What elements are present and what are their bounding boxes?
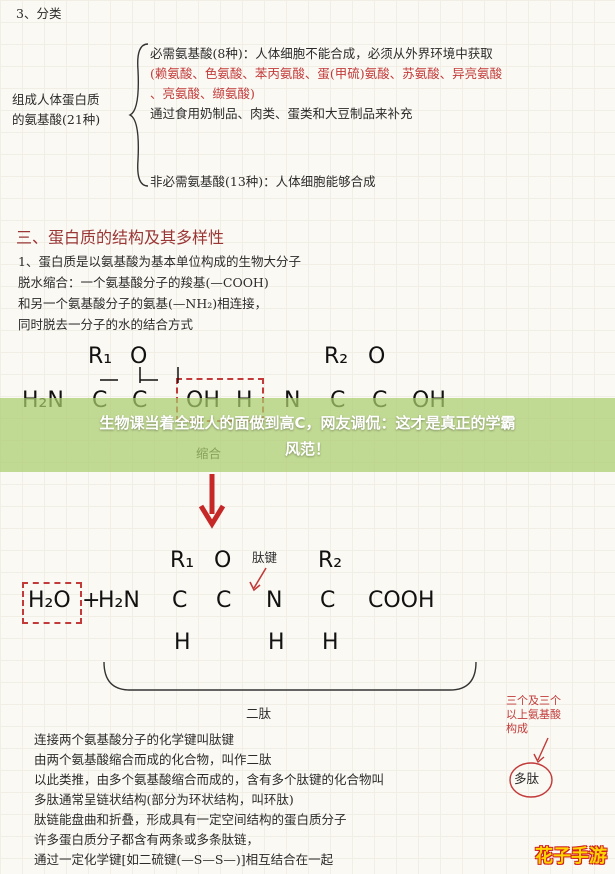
r1-label-2: R₁ <box>170 548 195 573</box>
o2-label: O <box>368 344 386 369</box>
r1-label: R₁ <box>88 344 113 369</box>
arrow-down-icon <box>198 474 226 529</box>
o-label: O <box>130 344 148 369</box>
nonessential-line: 非必需氨基酸(13种)：人体细胞能够合成 <box>150 174 376 189</box>
side-note-l1: 三个及三个 <box>506 694 561 707</box>
side-note-l2: 以上氨基酸 <box>506 708 561 721</box>
group-label-line1: 组成人体蛋白质 <box>12 92 100 107</box>
brace-icon <box>128 43 149 187</box>
bottom-l4: 多肽通常呈链状结构(部分为环状结构，叫环肽) <box>34 792 294 807</box>
essential-line3: 、亮氨酸、缬氨酸) <box>150 86 255 101</box>
c-alpha2-2: C <box>320 588 336 613</box>
h-bottom-1: H <box>174 630 191 655</box>
banner-line2: 风范！ <box>284 440 330 458</box>
plus-label: + <box>82 588 101 613</box>
r2-label: R₂ <box>324 344 349 369</box>
c-carbonyl1-2: C <box>216 588 232 613</box>
h-bottom-2: H <box>268 630 285 655</box>
structure-p3: 和另一个氨基酸分子的氨基(—NH₂)相连接， <box>18 296 268 311</box>
bottom-l6: 许多蛋白质分子都含有两条或多条肽链， <box>34 832 260 847</box>
structure-heading: 三、蛋白质的结构及其多样性 <box>16 228 225 247</box>
structure-p1: 1、蛋白质是以氨基酸为基本单位构成的生物大分子 <box>18 254 301 269</box>
h2o-label: H₂O <box>28 588 71 613</box>
side-arrow-icon <box>533 737 549 764</box>
bottom-l5: 肽链能盘曲和折叠，形成具有一定空间结构的蛋白质分子 <box>34 812 347 827</box>
bonds-icon <box>100 367 179 383</box>
peptide-bond-label: 肽键 <box>252 550 278 565</box>
r2-label-2: R₂ <box>318 548 343 573</box>
section-title: 3、分类 <box>16 6 62 21</box>
n-label-2: N <box>266 588 283 613</box>
h2n-label-2: H₂N <box>98 588 140 613</box>
h-bottom-3: H <box>322 630 339 655</box>
banner-line1: 生物课当着全班人的面做到高C，网友调侃：这才是真正的学霸 <box>99 414 516 432</box>
dipeptide-label: 二肽 <box>246 706 272 721</box>
polypeptide-label: 多肽 <box>514 771 540 786</box>
essential-line4: 通过食用奶制品、肉类、蛋类和大豆制品来补充 <box>150 106 413 121</box>
essential-line2: (赖氨酸、色氨酸、苯丙氨酸、蛋(甲硫)氨酸、苏氨酸、异亮氨酸 <box>150 66 503 81</box>
structure-p4: 同时脱去一分子的水的结合方式 <box>18 317 194 332</box>
side-note-l3: 构成 <box>506 722 528 735</box>
pointer-arrow-icon <box>249 567 267 592</box>
group-label-line2: 的氨基酸(21种) <box>12 112 101 127</box>
bottom-l1: 连接两个氨基酸分子的化学键叫肽键 <box>34 732 235 747</box>
o-label-2: O <box>214 548 232 573</box>
h2o-dashed-box <box>22 582 82 624</box>
bottom-l7: 通过一定化学键[如二硫键(—S—S—)]相互结合在一起 <box>34 852 334 867</box>
dipeptide-bracket-icon <box>103 661 477 691</box>
polypeptide-circle-icon <box>509 762 553 798</box>
essential-line1: 必需氨基酸(8种)：人体细胞不能合成，必须从外界环境中获取 <box>150 46 493 61</box>
structure-p2: 脱水缩合：一个氨基酸分子的羧基(—COOH) <box>18 275 269 290</box>
watermark-logo: 花子手游 <box>535 846 607 867</box>
cooh-label: COOH <box>368 588 435 613</box>
bottom-l2: 由两个氨基酸缩合而成的化合物，叫作二肽 <box>34 752 272 767</box>
c-alpha1-2: C <box>172 588 188 613</box>
headline-banner: 生物课当着全班人的面做到高C，网友调侃：这才是真正的学霸 风范！ <box>0 398 615 472</box>
bottom-l3: 以此类推，由多个氨基酸缩合而成的，含有多个肽键的化合物叫 <box>34 772 385 787</box>
